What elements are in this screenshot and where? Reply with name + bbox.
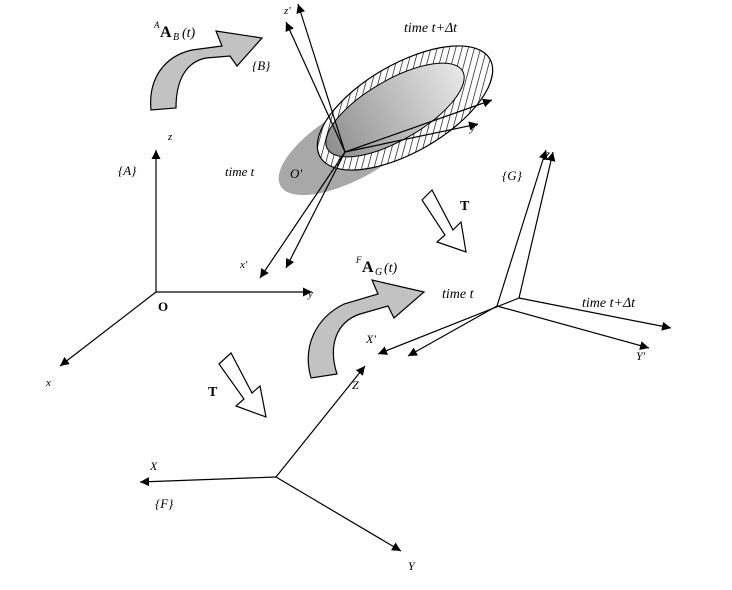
label-time-t-dt-G: time t+Δt (582, 296, 636, 311)
label-rot-AB-arg: (t) (182, 26, 196, 41)
label-origin-O-prime: O' (290, 166, 302, 181)
axis-A-x (59, 291, 157, 367)
axis-G-Z-a (518, 151, 556, 299)
axis-G-Z-b (496, 149, 548, 307)
label-axis-Y-F: Y (408, 559, 416, 573)
axis-G-X-b (407, 305, 498, 357)
axis-G-Y-b (496, 305, 650, 350)
axis-G-Y-a (518, 297, 672, 331)
label-axis-X-prime-G: X' (365, 332, 376, 346)
axis-y-prime-a (344, 98, 493, 153)
rotation-arrow-AB (150, 30, 264, 111)
frame-body-prime (259, 3, 493, 279)
label-rot-AB-main: A (160, 24, 172, 41)
label-z-prime: z' (283, 5, 291, 17)
label-axis-Y-prime-G: Y' (636, 349, 646, 363)
axis-x-prime-a (259, 151, 346, 279)
label-rot-FG-arg: (t) (384, 261, 398, 276)
rigid-body (278, 45, 494, 196)
label-axis-y: y (307, 288, 313, 300)
label-frame-A: {A} (118, 163, 137, 178)
rotation-arrow-FG (307, 279, 426, 379)
label-y-prime: y' (469, 122, 478, 134)
label-frame-F: {F} (155, 496, 174, 511)
label-axis-z: z (167, 131, 173, 143)
frame-F (139, 365, 402, 552)
label-rot-FG-main: A (362, 259, 374, 276)
label-time-t-body: time t (225, 164, 255, 179)
label-frame-B: {B} (252, 58, 271, 73)
body-inner-surface (325, 62, 465, 158)
label-rot-FG-sub: G (375, 267, 382, 278)
label-time-t-dt-body: time t+Δt (404, 21, 458, 36)
axis-x-prime-b (285, 151, 346, 269)
axis-y-prime-b (344, 121, 479, 153)
label-rot-AB-sub: B (173, 32, 179, 43)
label-transform-T-lower: T (208, 385, 218, 400)
frame-G (377, 149, 672, 357)
axis-z-prime-a (285, 21, 346, 153)
label-axis-Z-G: Z (543, 149, 550, 163)
label-axis-X-F: X (149, 459, 158, 473)
axis-F-Y (275, 476, 402, 552)
frame-A (59, 150, 312, 367)
axis-F-Z (275, 365, 366, 478)
label-origin-O: O (158, 299, 168, 314)
transform-arrow-upper (421, 188, 467, 253)
label-axis-Z-F: Z (352, 378, 359, 392)
transform-arrow-lower (218, 352, 267, 418)
label-transform-T-upper: T (460, 199, 470, 214)
axis-z-prime-b (296, 3, 346, 153)
label-axis-x: x (45, 377, 51, 389)
label-x-prime: x' (239, 259, 248, 271)
label-rot-AB-super: A (153, 20, 160, 30)
axis-F-X (139, 476, 277, 487)
label-time-t-G: time t (442, 287, 475, 302)
labels: {A} z y x O {B} A A B (t) z' y' x' O' ti… (45, 5, 646, 573)
label-rot-FG-super: F (355, 255, 362, 265)
label-frame-G: {G} (502, 168, 523, 183)
